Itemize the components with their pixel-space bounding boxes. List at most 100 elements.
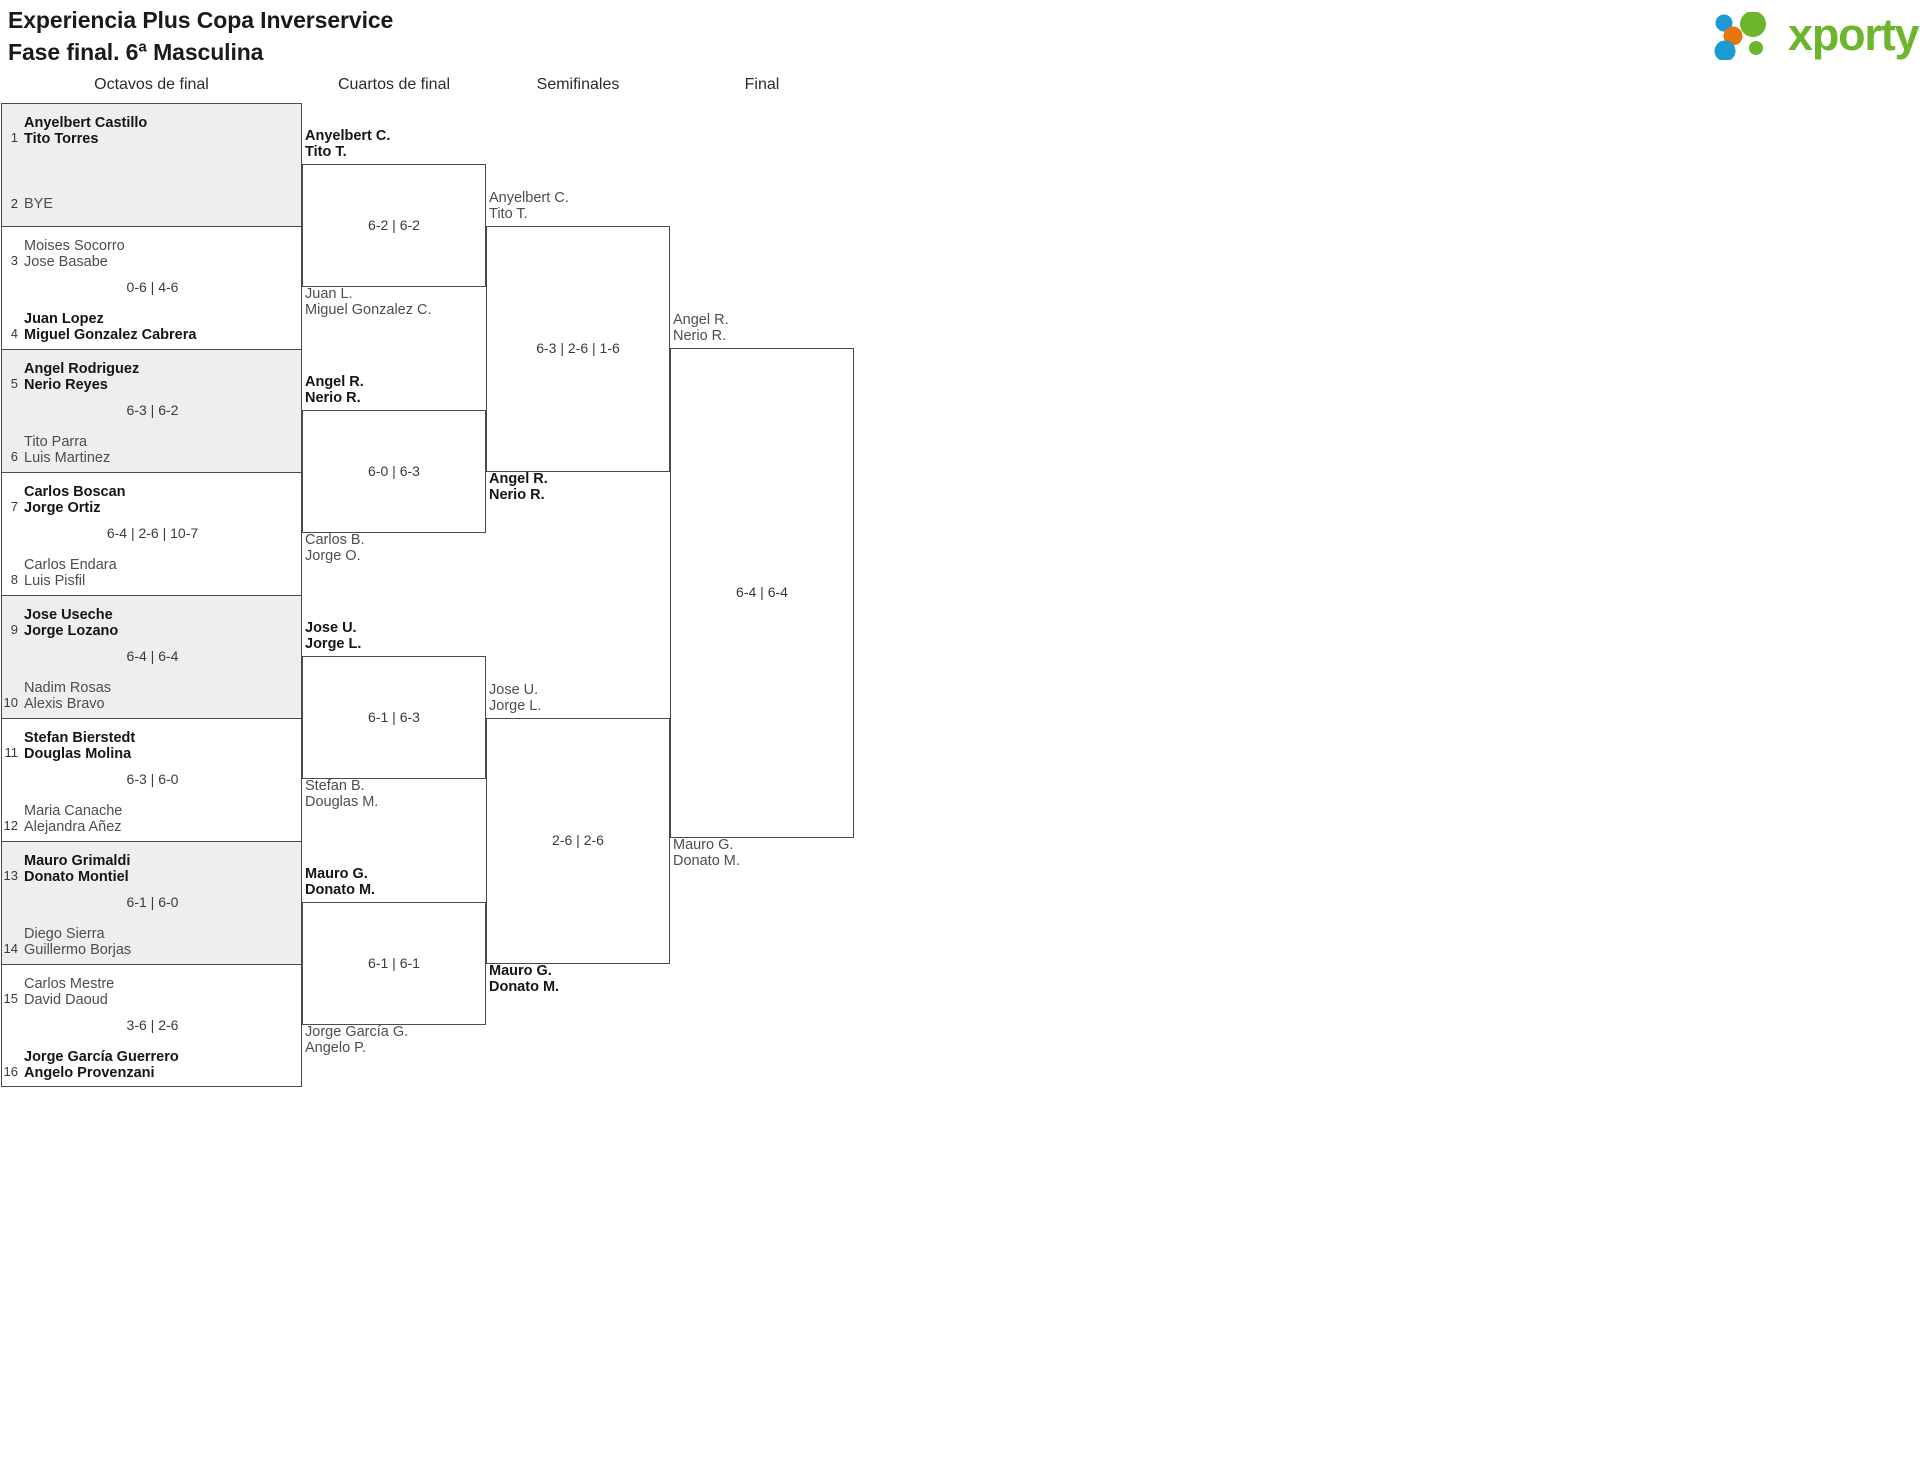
sf-match-box[interactable]: 6-3 | 2-6 | 1-6 <box>486 226 670 472</box>
sf-match-box[interactable]: 2-6 | 2-6 <box>486 718 670 964</box>
round-header-final: Final <box>744 76 780 93</box>
team-names: BYE <box>24 196 53 212</box>
player-name: Nerio R. <box>489 487 545 503</box>
qf-team-top[interactable]: Mauro G.Donato M. <box>305 866 375 898</box>
player-name: Nerio R. <box>305 390 361 406</box>
title-line-1: Experiencia Plus Copa Inverservice <box>8 7 394 33</box>
sf-team-bottom[interactable]: Mauro G.Donato M. <box>489 963 559 995</box>
qf-match-box[interactable]: 6-0 | 6-3 <box>302 410 486 533</box>
final-team-top[interactable]: Angel R.Nerio R. <box>673 312 729 344</box>
sf-team-top[interactable]: Anyelbert C.Tito T. <box>489 190 569 222</box>
xporty-logo-dots <box>1714 12 1766 60</box>
player-name: Luis Martinez <box>24 450 111 466</box>
sf-team-bottom[interactable]: Angel R.Nerio R. <box>489 471 548 503</box>
player-name: Tito T. <box>305 144 347 160</box>
seed-number: 10 <box>3 695 18 710</box>
player-name: Moises Socorro <box>24 238 125 254</box>
player-name: Angel R. <box>305 374 364 390</box>
player-name: Jose Useche <box>24 607 113 623</box>
player-name: Douglas Molina <box>24 746 132 762</box>
qf-team-bottom[interactable]: Jorge García G.Angelo P. <box>305 1024 408 1056</box>
player-name: Carlos Boscan <box>24 484 126 500</box>
player-name: Jorge García G. <box>305 1024 409 1040</box>
sf-team-top[interactable]: Jose U.Jorge L. <box>489 682 541 714</box>
qf-match-box[interactable]: 6-1 | 6-3 <box>302 656 486 779</box>
qf-team-bottom[interactable]: Stefan B.Douglas M. <box>305 778 378 810</box>
seed-number: 7 <box>10 499 18 514</box>
qf-match-box[interactable]: 6-2 | 6-2 <box>302 164 486 287</box>
xporty-logo[interactable]: xporty <box>1712 8 1920 64</box>
seed-number: 9 <box>10 622 18 637</box>
qf-team-bottom[interactable]: Juan L.Miguel Gonzalez C. <box>305 286 432 318</box>
player-name: Nadim Rosas <box>24 680 112 696</box>
player-name: Jose U. <box>305 620 357 636</box>
player-name: Angelo P. <box>305 1040 367 1056</box>
seed-number: 3 <box>10 253 18 268</box>
player-name: Angel Rodriguez <box>24 361 140 377</box>
player-name: Nerio R. <box>673 328 727 344</box>
player-name: Diego Sierra <box>24 926 105 942</box>
match-score: 0-6 | 4-6 <box>126 279 179 295</box>
player-name: Tito Parra <box>24 434 88 450</box>
player-name: Angel R. <box>673 312 729 328</box>
qf-team-top[interactable]: Anyelbert C.Tito T. <box>305 128 390 160</box>
qf-team-bottom[interactable]: Carlos B.Jorge O. <box>305 532 365 564</box>
qf-team-top[interactable]: Jose U.Jorge L. <box>305 620 361 652</box>
qf-team-top[interactable]: Angel R.Nerio R. <box>305 374 364 406</box>
player-name: Donato M. <box>489 979 560 995</box>
seed-number: 15 <box>3 991 18 1006</box>
player-name: BYE <box>24 196 54 212</box>
final-team-bottom[interactable]: Mauro G.Donato M. <box>673 837 740 869</box>
xporty-logo-text: xporty <box>1788 9 1920 60</box>
player-name: Tito T. <box>489 206 528 222</box>
seed-number: 13 <box>3 868 18 883</box>
seed-number: 4 <box>10 326 18 341</box>
player-name: Alejandra Añez <box>24 819 122 835</box>
qf-match-box[interactable]: 6-1 | 6-1 <box>302 902 486 1025</box>
seed-number: 12 <box>3 818 18 833</box>
player-name: Maria Canache <box>24 803 123 819</box>
player-name: Jorge L. <box>305 636 362 652</box>
player-name: Donato Montiel <box>24 869 129 885</box>
match-score: 6-3 | 6-0 <box>126 771 179 787</box>
player-name: Jorge L. <box>489 698 542 714</box>
player-name: Jorge Ortiz <box>24 500 101 516</box>
final-match-box[interactable]: 6-4 | 6-4 <box>670 348 854 838</box>
